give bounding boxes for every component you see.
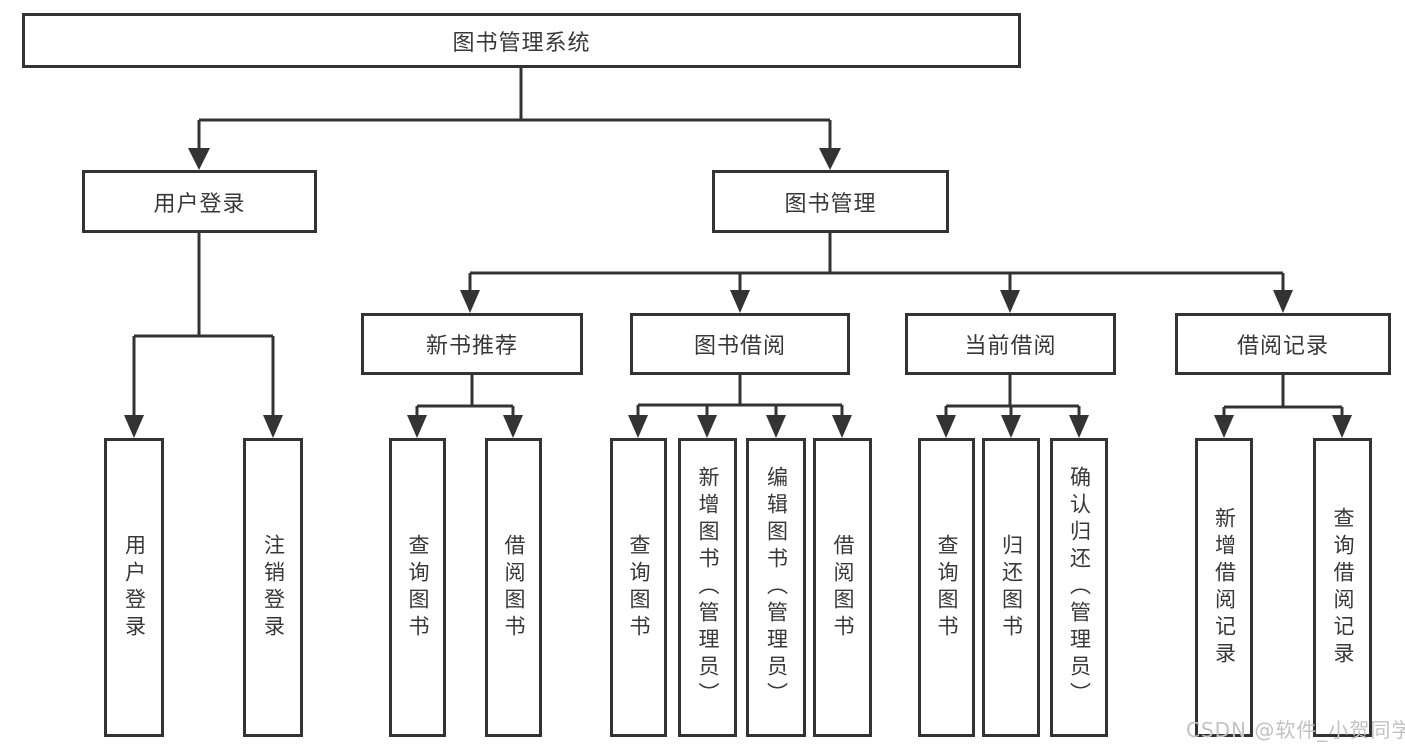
node-nb-borrow-books: 借阅图书 [485,438,542,737]
node-bb-edit-books-admin: 编辑图书（管理员） [746,438,806,737]
node-cb-query-books: 查询图书 [918,438,975,737]
node-br-query-record: 查询借阅记录 [1313,438,1372,737]
connector-current-borrow-children [936,375,1089,438]
node-bb-query-books: 查询图书 [610,438,667,737]
connector-book-borrow-children [628,375,852,438]
node-br-add-record: 新增借阅记录 [1195,438,1253,737]
node-logout-user: 注销登录 [243,438,303,737]
node-user-login: 用户登录 [82,170,317,233]
node-current-borrow: 当前借阅 [905,313,1116,375]
node-book-mgmt: 图书管理 [712,170,949,233]
node-book-borrow: 图书借阅 [630,313,850,375]
node-root: 图书管理系统 [22,13,1021,68]
node-login-user: 用户登录 [104,438,164,737]
connector-borrow-records-children [1214,375,1352,438]
node-borrow-records: 借阅记录 [1175,313,1391,375]
connector-book-mgmt-children [460,233,1293,313]
node-new-books: 新书推荐 [361,313,583,375]
node-cb-return-books: 归还图书 [982,438,1040,737]
node-bb-borrow-books: 借阅图书 [813,438,872,737]
node-nb-query-books: 查询图书 [389,438,446,737]
connector-user-login-children [124,233,283,438]
connector-new-books-children [407,375,523,438]
csdn-watermark: CSDN @软件_小贺同学 [1186,718,1405,742]
node-bb-add-books-admin: 新增图书（管理员） [678,438,737,737]
node-cb-confirm-return-admin: 确认归还（管理员） [1050,438,1108,737]
connector-root-to-level1 [188,68,841,170]
